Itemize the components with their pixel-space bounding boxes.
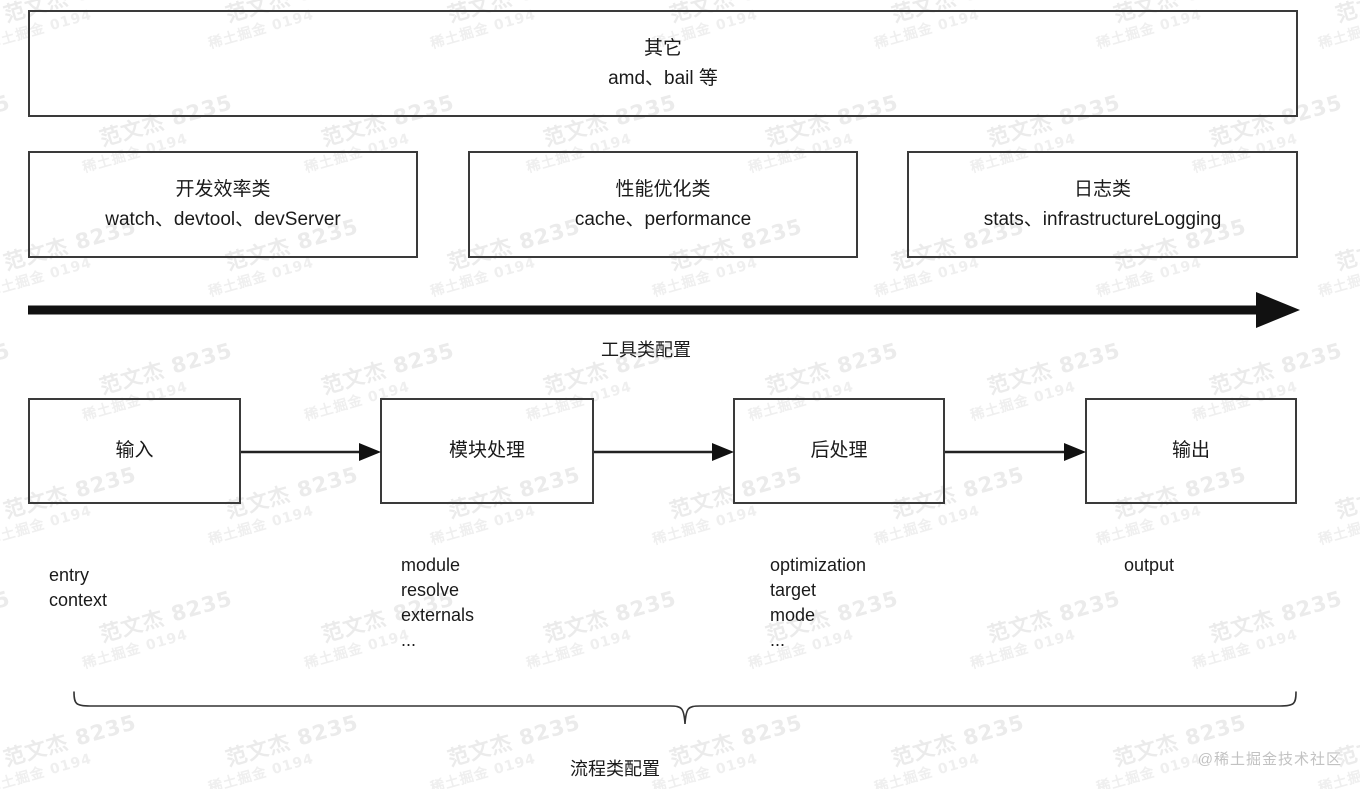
flow-box-input: 输入: [28, 398, 241, 504]
box-performance-items: cache、performance: [574, 208, 752, 230]
config-list-module: module resolve externals ...: [401, 553, 474, 653]
flow-box-input-title: 输入: [115, 440, 154, 462]
config-list-output: output: [1124, 553, 1174, 578]
background-watermark: 范文杰 8235: [0, 90, 14, 151]
background-watermark: 范文杰 8235: [541, 586, 680, 647]
background-watermark: 范文杰 8235: [985, 586, 1124, 647]
box-logging: 日志类 stats、infrastructureLogging: [907, 151, 1298, 258]
config-item: context: [49, 590, 108, 610]
flow-box-post-process-title: 后处理: [810, 440, 868, 462]
box-dev-efficiency-title: 开发效率类: [175, 179, 271, 201]
box-logging-title: 日志类: [1073, 179, 1131, 201]
flow-box-output: 输出: [1085, 398, 1297, 504]
config-item: externals: [401, 605, 475, 625]
background-watermark: 范文杰 8235: [97, 586, 236, 647]
background-watermark: 稀土掘金 0194: [80, 626, 190, 673]
flow-arrow-module-to-post-icon: [594, 443, 734, 461]
background-watermark: 稀土掘金 0194: [1094, 502, 1204, 549]
source-credit-watermark: @稀土掘金技术社区: [1197, 751, 1342, 768]
flow-arrow-input-to-module-icon: [241, 443, 381, 461]
box-performance-title: 性能优化类: [615, 179, 711, 201]
background-watermark: 稀土掘金 0194: [872, 502, 982, 549]
flow-config-brace-label: 流程类配置: [570, 759, 660, 779]
config-list-post-process: optimization target mode ...: [770, 553, 866, 653]
background-watermark: 范文杰 8235: [223, 462, 362, 523]
background-watermark: 稀土掘金 0194: [650, 502, 760, 549]
box-logging-items: stats、infrastructureLogging: [983, 208, 1222, 230]
box-dev-efficiency-items: watch、devtool、devServer: [105, 208, 341, 230]
background-watermark: 稀土掘金 0194: [968, 378, 1078, 425]
flow-config-brace-icon: [73, 691, 1297, 725]
config-item-ellipsis: ...: [401, 630, 417, 650]
flow-box-module-title: 模块处理: [448, 440, 525, 462]
tool-config-arrow-icon: [28, 292, 1300, 328]
background-watermark: 范文杰 8235: [1333, 462, 1360, 523]
background-watermark: 范文杰 8235: [0, 586, 14, 647]
config-item: entry: [49, 565, 90, 585]
tool-config-arrow-label: 工具类配置: [601, 340, 691, 360]
flow-box-output-title: 输出: [1171, 440, 1210, 462]
config-item: target: [770, 580, 817, 600]
config-item-ellipsis: ...: [770, 630, 786, 650]
config-item: output: [1124, 555, 1175, 575]
config-item: resolve: [401, 580, 460, 600]
box-other-title: 其它: [643, 38, 682, 60]
config-list-input: entry context: [49, 563, 107, 613]
flow-arrow-post-to-output-icon: [945, 443, 1086, 461]
background-watermark: 范文杰 8235: [1332, 0, 1360, 29]
background-watermark: 稀土掘金 0194: [206, 502, 316, 549]
flow-box-module: 模块处理: [380, 398, 594, 504]
box-other-config: 其它 amd、bail 等: [28, 10, 1298, 117]
background-watermark: 稀土掘金 0194: [524, 626, 634, 673]
config-item: mode: [770, 605, 816, 625]
background-watermark: 稀土掘金 0194: [1316, 255, 1360, 301]
box-other-items: amd、bail 等: [608, 67, 718, 89]
background-watermark: 稀土掘金 0194: [1190, 626, 1300, 673]
box-performance: 性能优化类 cache、performance: [468, 151, 858, 258]
background-watermark: 稀土掘金 0194: [302, 626, 412, 673]
flow-box-post-process: 后处理: [733, 398, 945, 504]
background-watermark: 稀土掘金 0194: [0, 502, 94, 549]
background-watermark: 稀土掘金 0194: [428, 502, 538, 549]
box-dev-efficiency: 开发效率类 watch、devtool、devServer: [28, 151, 418, 258]
background-watermark: 稀土掘金 0194: [968, 626, 1078, 673]
background-watermark: 范文杰 8235: [1207, 586, 1346, 647]
config-item: optimization: [770, 555, 867, 575]
background-watermark: 稀土掘金 0194: [1316, 503, 1360, 549]
background-watermark: 稀土掘金 0194: [1316, 7, 1360, 53]
config-item: module: [401, 555, 461, 575]
background-watermark: 范文杰 8235: [1333, 214, 1360, 275]
